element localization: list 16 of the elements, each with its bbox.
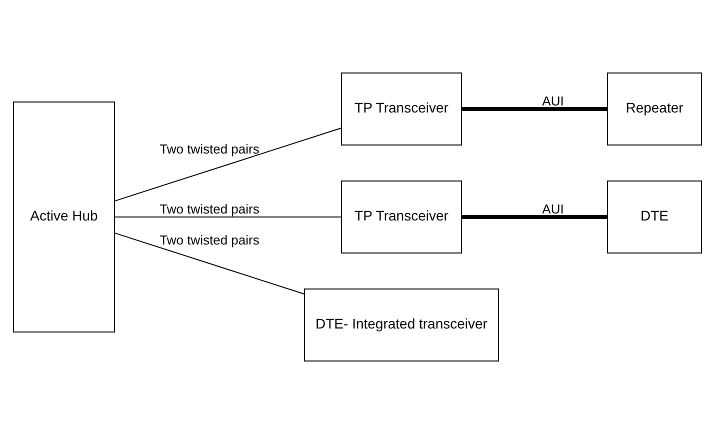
node-box: Active Hub	[12, 102, 114, 332]
connector	[114, 232, 304, 295]
node-box: Repeater	[606, 72, 702, 146]
node-box: TP Transceiver	[340, 180, 462, 254]
connector	[461, 215, 607, 219]
connector	[461, 107, 607, 111]
edge-label: AUI	[542, 201, 564, 216]
node-box: DTE	[606, 180, 702, 254]
edge-label: Two twisted pairs	[159, 141, 259, 156]
node-box: TP Transceiver	[340, 72, 462, 146]
edge-label: Two twisted pairs	[159, 201, 259, 216]
connector	[114, 216, 342, 218]
edge-label: AUI	[542, 93, 564, 108]
node-box: DTE- Integrated transceiver	[304, 288, 498, 362]
edge-label: Two twisted pairs	[159, 232, 259, 248]
connector	[114, 128, 342, 202]
